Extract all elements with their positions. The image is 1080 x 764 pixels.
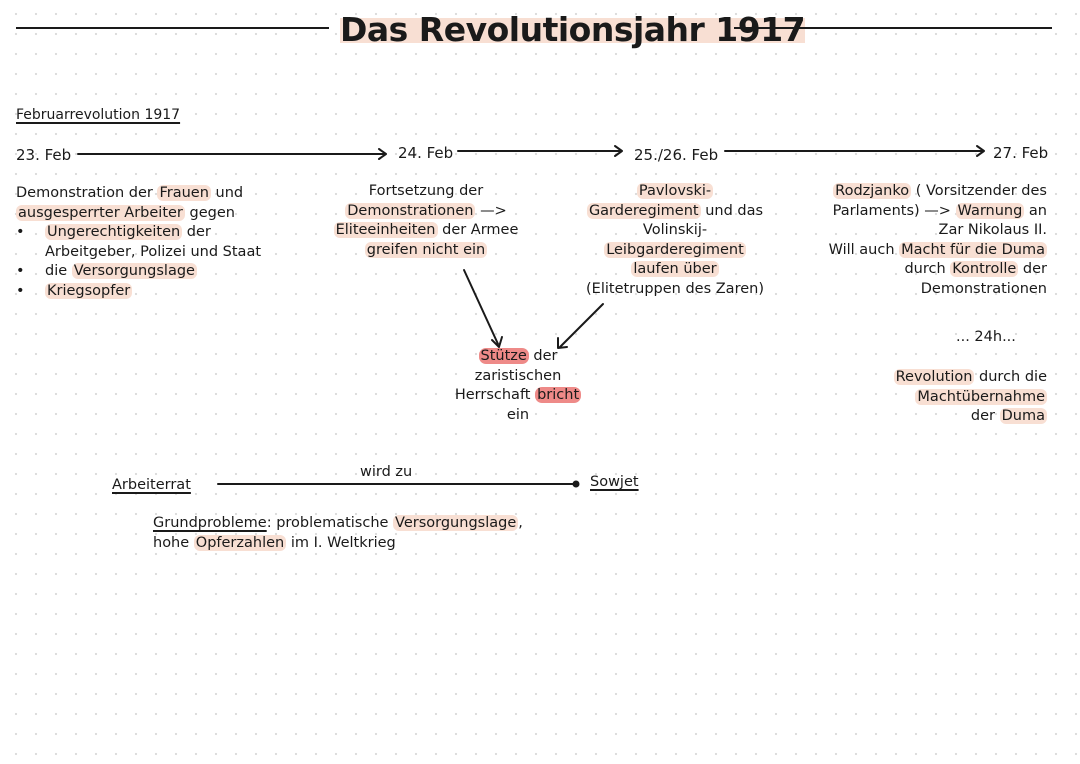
arrow-head-icon <box>614 145 623 157</box>
time-24h: ... 24h... <box>956 329 1016 345</box>
arbeiterrat-label: Arbeiterrat <box>112 477 191 493</box>
feb27-line1: Rodzjanko ( Vorsitzender des <box>833 183 1047 199</box>
feb27-line2: Parlaments) —> Warnung an <box>832 202 1047 219</box>
result-line4: ein <box>506 406 530 423</box>
feb25-line1: Pavlovski- <box>636 183 714 199</box>
result-line1: Stütze der <box>478 348 558 364</box>
date-23-feb: 23. Feb <box>16 146 72 164</box>
revolution-line2: Machtübernahme <box>915 388 1047 405</box>
result-line3: Herrschaft bricht <box>454 387 582 403</box>
feb23-block: Demonstration der Frauen und ausgesperrt… <box>16 184 261 301</box>
feb23-bullet: Kriegsopfer <box>16 282 261 302</box>
feb27-line5: durch Kontrolle der <box>904 261 1047 277</box>
arrow-head-icon <box>491 336 503 348</box>
date-27-feb: 27. Feb <box>993 144 1049 162</box>
title-rule-right <box>734 27 1052 29</box>
feb27-line4: Will auch Macht für die Duma <box>828 241 1047 258</box>
revolution-line1: Revolution durch die <box>893 369 1047 385</box>
feb25-line5: laufen über <box>631 261 719 277</box>
feb27-block: Rodzjanko ( Vorsitzender des Parlaments)… <box>829 182 1047 299</box>
feb27-line6: Demonstrationen <box>920 280 1047 297</box>
arrow-head-icon <box>378 148 387 160</box>
page-title-text: Das Revolutionsjahr 1917 <box>340 10 806 49</box>
feb23-line2: ausgesperrter Arbeiter gegen <box>16 204 235 221</box>
feb24-block: Fortsetzung der Demonstrationen —> Elite… <box>316 182 536 260</box>
feb25-block: Pavlovski- Garderegiment und das Volinsk… <box>570 182 780 299</box>
result-line2: zaristischen <box>474 367 562 384</box>
feb24-line1: Fortsetzung der <box>368 183 484 199</box>
problems-block: Grundprobleme: problematische Versorgung… <box>153 514 523 553</box>
arrow-to-result-left <box>463 269 499 345</box>
arrow-dot-icon <box>572 480 580 488</box>
feb24-line4: greifen nicht ein <box>364 241 488 258</box>
feb24-line3: Eliteeinheiten der Armee <box>333 222 519 238</box>
result-block: Stütze der zaristischen Herrschaft brich… <box>428 347 608 425</box>
feb24-line2: Demonstrationen —> <box>345 202 507 219</box>
wird-zu-label: wird zu <box>360 464 413 480</box>
feb23-line1: Demonstration der Frauen und <box>16 185 244 201</box>
problems-line2: hohe Opferzahlen im I. Weltkrieg <box>153 534 396 551</box>
feb25-line3: Volinskij- <box>642 222 708 238</box>
page-title: Das Revolutionsjahr 1917 <box>340 10 806 49</box>
section-heading: Februarrevolution 1917 <box>16 107 181 123</box>
arrow-to-result-right <box>559 303 604 348</box>
title-rule-left <box>16 27 329 29</box>
sowjet-label: Sowjet <box>590 474 639 490</box>
arrow-head-icon <box>976 145 985 157</box>
revolution-block: Revolution durch die Machtübernahme der … <box>893 368 1047 427</box>
feb23-bullet: die Versorgungslage <box>16 262 261 282</box>
revolution-line3: der Duma <box>970 408 1047 424</box>
date-25-26-feb: 25./26. Feb <box>634 146 719 164</box>
problems-line1: Grundprobleme: problematische Versorgung… <box>153 515 523 531</box>
feb25-line4: Leibgarderegiment <box>604 241 746 258</box>
feb27-line3: Zar Nikolaus II. <box>938 222 1047 238</box>
feb25-line2: Garderegiment und das <box>586 202 764 219</box>
date-24-feb: 24. Feb <box>398 144 454 162</box>
feb25-line6: (Elitetruppen des Zaren) <box>586 280 764 297</box>
